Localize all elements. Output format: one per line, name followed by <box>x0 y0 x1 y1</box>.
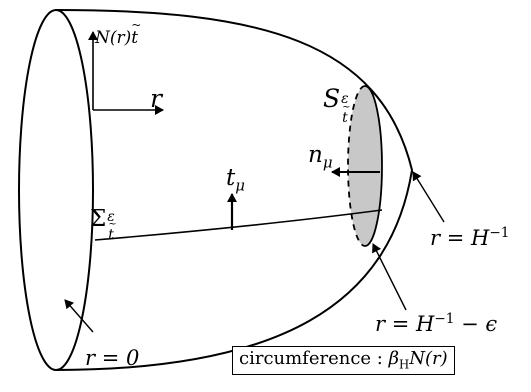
r-H-inv-eps-label: r = H−1 − ϵ <box>375 311 498 336</box>
r-zero-label: r = 0 <box>85 346 140 370</box>
left-boundary-ellipse <box>18 9 94 371</box>
t-mu-label: tμ <box>226 165 245 195</box>
n-mu-label: nμ <box>308 142 333 172</box>
r-arrow-label: r <box>150 84 162 113</box>
r-H-inv-label: r = H−1 <box>430 225 510 250</box>
circumference-box: circumference : βHN(r) <box>232 346 455 376</box>
sigma-label: Σ ε t~ <box>90 206 117 243</box>
normal-label: N(r)t~ <box>95 18 142 48</box>
S-label: S ε t~ <box>323 84 351 126</box>
shaded-disk-back-edge <box>347 85 366 247</box>
shaded-disk-S <box>348 86 382 246</box>
shaded-disk-front-edge <box>364 85 383 247</box>
pointer-tip <box>412 171 445 223</box>
pointer-r-zero <box>64 299 94 333</box>
sigma-slice-curve <box>94 209 383 241</box>
pointer-disk <box>372 243 407 311</box>
